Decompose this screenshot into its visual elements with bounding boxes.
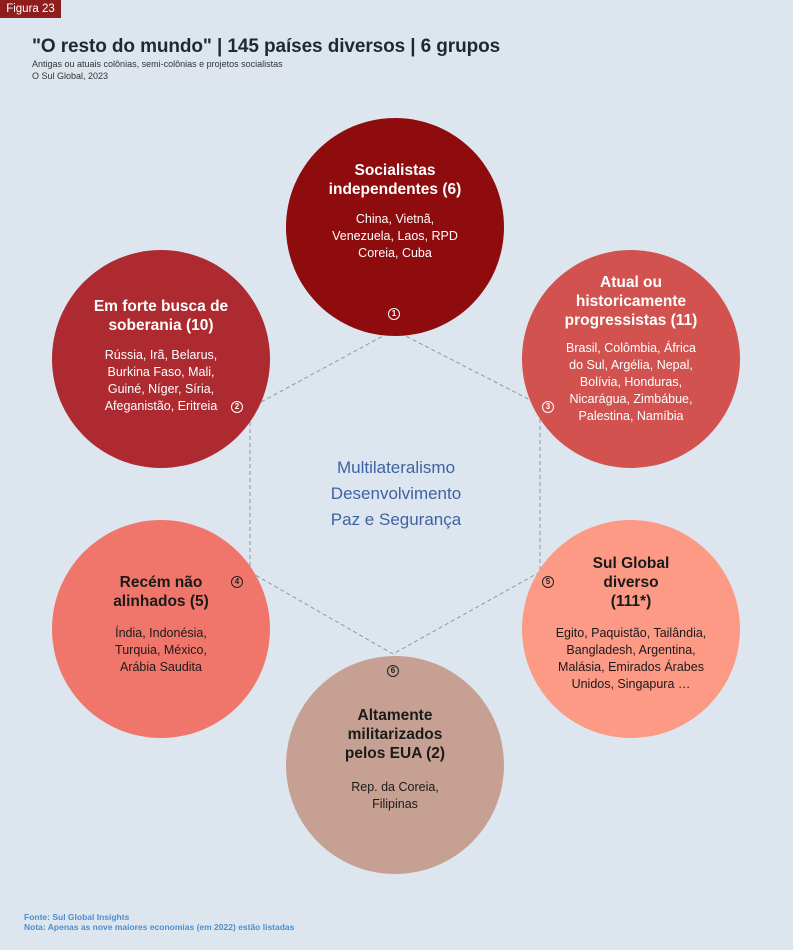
theme-desenvolvimento: Desenvolvimento bbox=[330, 484, 462, 503]
group-countries: Rep. da Coreia, Filipinas bbox=[351, 780, 439, 811]
group-number-5: 5 bbox=[542, 576, 554, 588]
group-title: Atual ou historicamente progressistas (1… bbox=[564, 274, 698, 329]
group-number-2: 2 bbox=[231, 401, 243, 413]
group-title: Sul Global diverso (111*) bbox=[592, 555, 670, 610]
source-note: Fonte: Sul Global Insights bbox=[24, 912, 130, 922]
page-title: "O resto do mundo" | 145 países diversos… bbox=[32, 36, 501, 57]
group-circle-militarizados-eua: Altamente militarizados pelos EUA (2) Re… bbox=[286, 656, 504, 874]
subtitle-source-year: O Sul Global, 2023 bbox=[32, 71, 109, 81]
connector-1-3 bbox=[393, 329, 541, 406]
group-circle-progressistas: Atual ou historicamente progressistas (1… bbox=[522, 250, 740, 468]
group-title: Recém não alinhados (5) bbox=[113, 574, 209, 610]
central-themes: Multilateralismo Desenvolvimento Paz e S… bbox=[270, 455, 522, 533]
group-countries: Índia, Indonésia, Turquia, México, Arábi… bbox=[115, 626, 207, 674]
footnote: Nota: Apenas as nove maiores economias (… bbox=[24, 922, 295, 932]
group-number-4: 4 bbox=[231, 576, 243, 588]
theme-paz-seguranca: Paz e Segurança bbox=[330, 510, 462, 529]
group-title: Altamente militarizados pelos EUA (2) bbox=[344, 707, 446, 762]
connector-5-6 bbox=[392, 571, 541, 655]
group-countries: China, Vietnã, Venezuela, Laos, RPD Core… bbox=[332, 212, 458, 260]
figure-label: Figura 23 bbox=[0, 0, 61, 18]
group-title: Socialistas independentes (6) bbox=[328, 162, 462, 198]
connector-1-2 bbox=[249, 329, 395, 409]
group-countries: Brasil, Colômbia, África do Sul, Argélia… bbox=[566, 341, 696, 423]
group-circle-sul-global-diverso: Sul Global diverso (111*) Egito, Paquist… bbox=[522, 520, 740, 738]
group-countries: Egito, Paquistão, Tailândia, Bangladesh,… bbox=[555, 626, 707, 691]
group-countries: Rússia, Irã, Belarus, Burkina Faso, Mali… bbox=[104, 348, 218, 413]
group-number-1: 1 bbox=[388, 308, 400, 320]
theme-multilateralismo: Multilateralismo bbox=[336, 458, 456, 477]
group-number-6: 6 bbox=[387, 665, 399, 677]
group-title: Em forte busca de soberania (10) bbox=[93, 298, 229, 334]
connector-4-6 bbox=[249, 571, 394, 655]
group-number-3: 3 bbox=[542, 401, 554, 413]
group-circle-socialistas-independentes: Socialistas independentes (6) China, Vie… bbox=[286, 118, 504, 336]
subtitle: Antigas ou atuais colônias, semi-colônia… bbox=[32, 59, 283, 69]
group-circle-forte-busca-soberania: Em forte busca de soberania (10) Rússia,… bbox=[52, 250, 270, 468]
group-circle-recem-nao-alinhados: Recém não alinhados (5) Índia, Indonésia… bbox=[52, 520, 270, 738]
